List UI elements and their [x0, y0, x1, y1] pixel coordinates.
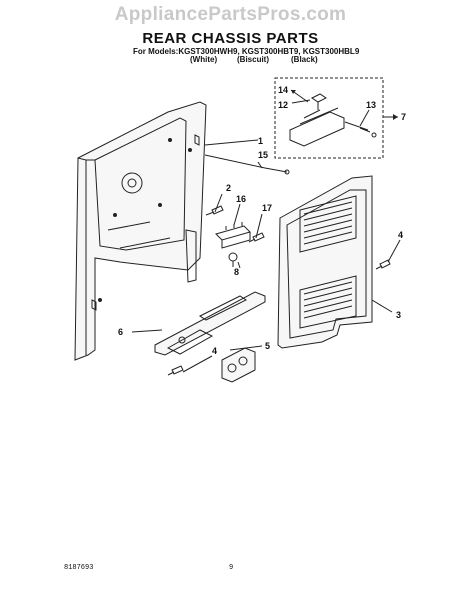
callout-14: 14: [278, 85, 289, 95]
screw-4a: [375, 259, 391, 270]
screw-17: [248, 232, 265, 243]
callout-15: 15: [258, 150, 269, 160]
page-title: REAR CHASSIS PARTS: [142, 30, 319, 47]
wire-nut-8: [228, 252, 238, 267]
rear-panel-3: [277, 175, 373, 349]
color-biscuit: (Biscuit): [237, 55, 269, 64]
callout-17: 17: [262, 203, 273, 213]
models-line: For Models:KGST300HWH9, KGST300HBT9, KGS…: [133, 47, 360, 56]
callout-4a: 4: [398, 230, 404, 240]
callout-8: 8: [234, 267, 240, 277]
page-number: 9: [229, 564, 234, 572]
rear-chassis-frame: [74, 101, 207, 361]
access-panel-6: [154, 291, 266, 356]
color-black: (Black): [291, 55, 318, 64]
callout-3: 3: [396, 310, 402, 320]
terminal-block-16: [215, 222, 251, 249]
cover-plate-5: [221, 347, 256, 383]
watermark: AppliancePartsPros.com: [114, 4, 347, 25]
callout-5: 5: [265, 341, 271, 351]
callout-13: 13: [366, 100, 377, 110]
callout-12: 12: [278, 100, 289, 110]
inset-box: [274, 77, 384, 159]
color-white: (White): [190, 55, 218, 64]
callout-6: 6: [118, 327, 124, 337]
doc-number: 8187693: [64, 564, 94, 572]
callout-1: 1: [258, 136, 264, 146]
screw-2: [205, 205, 224, 216]
rod-15: [204, 154, 288, 173]
callout-16: 16: [236, 194, 247, 204]
callout-2: 2: [226, 183, 232, 193]
screw-4b: [167, 365, 184, 376]
callout-7: 7: [401, 112, 407, 122]
callout-4b: 4: [212, 346, 218, 356]
